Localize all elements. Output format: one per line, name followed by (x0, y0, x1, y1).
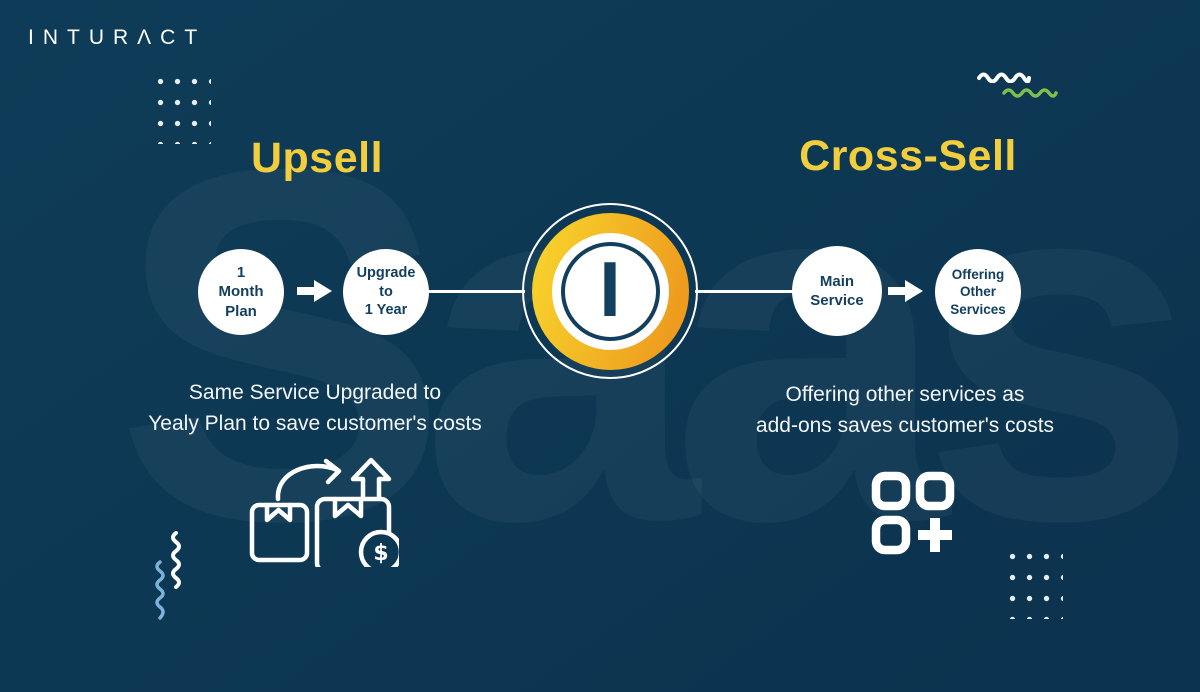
wave-line-icon (977, 69, 1031, 88)
step-one-month-plan: 1 Month Plan (198, 249, 284, 335)
cross-sell-heading: Cross-Sell (799, 132, 1017, 180)
connector-line (695, 290, 794, 293)
dot-grid-icon (1001, 543, 1063, 619)
inturact-i-mark: I (599, 245, 621, 333)
cross-sell-caption: Offering other services as add-ons saves… (755, 383, 1055, 437)
package-upgrade-icon: $ (247, 457, 404, 575)
upsell-caption: Same Service Upgraded to Yealy Plan to s… (148, 381, 482, 435)
svg-text:$: $ (373, 541, 388, 566)
step-offering-other-services: Offering Other Services (935, 249, 1021, 335)
dot-grid-icon (149, 68, 211, 144)
wave-line-icon (1002, 84, 1058, 103)
arrow-right-icon (888, 278, 924, 309)
squiggle-line-icon (167, 531, 181, 596)
inturact-logo: INTURΛCT (28, 26, 207, 49)
connector-line (427, 290, 525, 293)
upsell-heading: Upsell (250, 134, 384, 182)
arrow-right-icon (297, 278, 333, 309)
step-upgrade-to-1-year: Upgrade to 1 Year (343, 249, 429, 335)
badge-orange-ring: I (531, 212, 689, 370)
add-services-icon (871, 471, 963, 568)
squiggle-line-icon (151, 560, 165, 627)
inturact-badge: I (522, 203, 698, 379)
step-main-service: Main Service (792, 246, 882, 336)
